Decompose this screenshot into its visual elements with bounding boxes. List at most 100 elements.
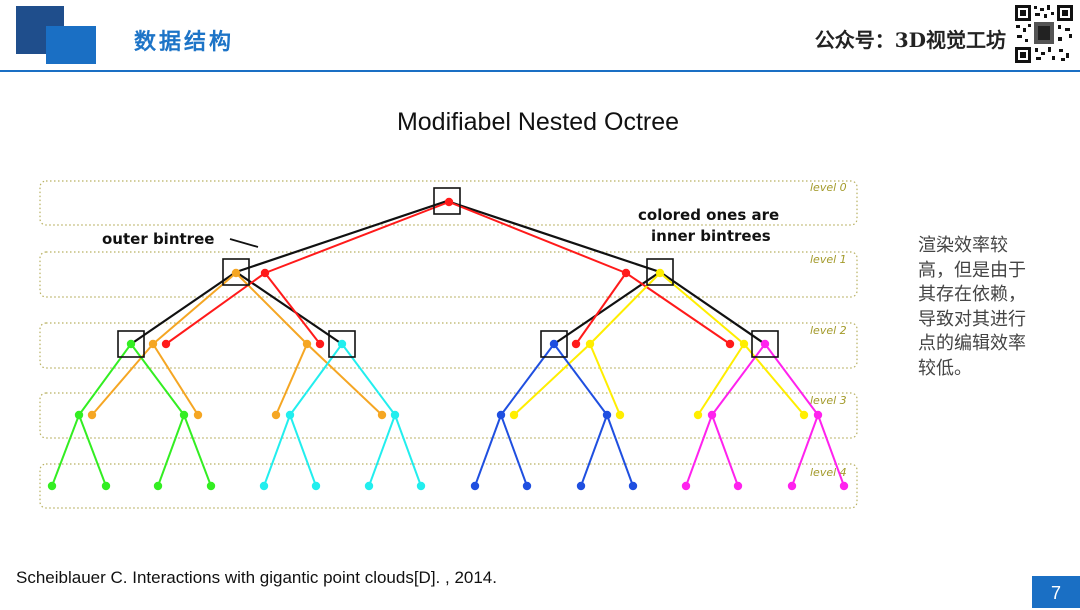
- tree-node: [231, 268, 241, 278]
- tree-node: [161, 339, 171, 349]
- outer-node-box: [433, 187, 461, 215]
- slide-title-text: Modifiabel Nested Octree: [396, 108, 680, 136]
- inner-bintree-label-line1: colored ones are: [638, 206, 779, 224]
- tree-node: [74, 410, 84, 420]
- tree-node: [311, 481, 321, 491]
- tree-node: [628, 481, 638, 491]
- tree-node: [760, 339, 770, 349]
- tree-edge: [394, 414, 422, 487]
- tree-node: [571, 339, 581, 349]
- tree-node: [193, 410, 203, 420]
- tree-node: [271, 410, 281, 420]
- tree-edge: [448, 201, 627, 274]
- tree-edge: [368, 414, 396, 487]
- tree-node: [602, 410, 612, 420]
- tree-edge: [500, 414, 528, 487]
- tree-node: [87, 410, 97, 420]
- tree-edge: [625, 272, 731, 345]
- tree-edge: [275, 343, 308, 416]
- tree-node: [733, 481, 743, 491]
- tree-node: [813, 410, 823, 420]
- citation: Scheiblauer C. Interactions with giganti…: [16, 568, 497, 587]
- header-rule: [0, 70, 1080, 72]
- tree-edge: [183, 414, 212, 487]
- inner-bintree-label-line2: inner bintrees: [651, 227, 771, 245]
- outer-node-box: [646, 258, 674, 286]
- tree-edge: [711, 343, 766, 416]
- tree-edge: [235, 272, 308, 345]
- tree-node: [285, 410, 295, 420]
- tree-edge: [341, 343, 396, 416]
- tree-edge: [157, 414, 185, 487]
- level-label: level 3: [810, 394, 847, 407]
- tree-node: [390, 410, 400, 420]
- tree-edge: [711, 414, 739, 487]
- note-text: 渲染效率较高，但是由于其存在依赖，导致对其进行点的编辑效率较低。: [918, 235, 1026, 379]
- tree-node: [101, 481, 111, 491]
- outer-node-box: [540, 330, 568, 358]
- tree-node: [179, 410, 189, 420]
- tree-node: [799, 410, 809, 420]
- tree-edge: [289, 343, 343, 416]
- tree-node: [496, 410, 506, 420]
- tree-edge: [764, 343, 819, 416]
- tree-edge: [263, 414, 291, 487]
- tree-edge: [743, 343, 805, 416]
- page-number: 7: [1032, 576, 1080, 608]
- tree-node: [259, 481, 269, 491]
- tree-edge: [152, 343, 199, 416]
- tree-node: [549, 339, 559, 349]
- outer-node-box: [328, 330, 356, 358]
- slide-title: Modifiabel Nested Octree: [0, 108, 1080, 137]
- tree-node: [302, 339, 312, 349]
- outer-edge: [659, 271, 766, 345]
- tree-node: [364, 481, 374, 491]
- tree-edge: [264, 272, 321, 345]
- tree-node: [47, 481, 57, 491]
- tree-edge: [685, 414, 713, 487]
- tree-node: [337, 339, 347, 349]
- logo-square-light: [46, 26, 96, 64]
- tree-node: [655, 268, 665, 278]
- tree-edge: [817, 414, 845, 487]
- tree-edge: [264, 201, 450, 274]
- tree-edge: [306, 343, 383, 416]
- section-title: 数据结构: [134, 29, 235, 55]
- tree-node: [126, 339, 136, 349]
- tree-edge: [697, 343, 745, 416]
- level-label: level 0: [810, 181, 847, 194]
- tree-node: [509, 410, 519, 420]
- tree-node: [444, 197, 454, 207]
- tree-edge: [152, 272, 237, 345]
- channel-name: 公众号：3D视觉工坊: [814, 28, 1006, 52]
- tree-node: [615, 410, 625, 420]
- tree-edge: [553, 343, 608, 416]
- outer-label-pointer: [229, 238, 259, 248]
- tree-edge: [606, 414, 634, 487]
- tree-edge: [91, 343, 154, 416]
- outer-bintree-label: outer bintree: [102, 230, 214, 248]
- outer-node-box: [117, 330, 145, 358]
- tree-edge: [513, 343, 591, 416]
- tree-node: [585, 339, 595, 349]
- tree-node: [739, 339, 749, 349]
- tree-edge: [130, 343, 185, 416]
- outer-edge: [235, 271, 343, 345]
- tree-edge: [289, 414, 317, 487]
- outer-edge: [446, 199, 661, 274]
- level-band: [39, 392, 858, 439]
- tree-node: [315, 339, 325, 349]
- level-band: [39, 251, 858, 298]
- outer-node-box: [222, 258, 250, 286]
- tree-node: [260, 268, 270, 278]
- tree-edge: [589, 343, 621, 416]
- tree-node: [707, 410, 717, 420]
- level-label: level 1: [810, 253, 847, 266]
- tree-edge: [78, 414, 107, 487]
- tree-edge: [659, 272, 745, 345]
- tree-edge: [580, 414, 608, 487]
- tree-edge: [78, 343, 132, 416]
- tree-node: [621, 268, 631, 278]
- tree-node: [839, 481, 849, 491]
